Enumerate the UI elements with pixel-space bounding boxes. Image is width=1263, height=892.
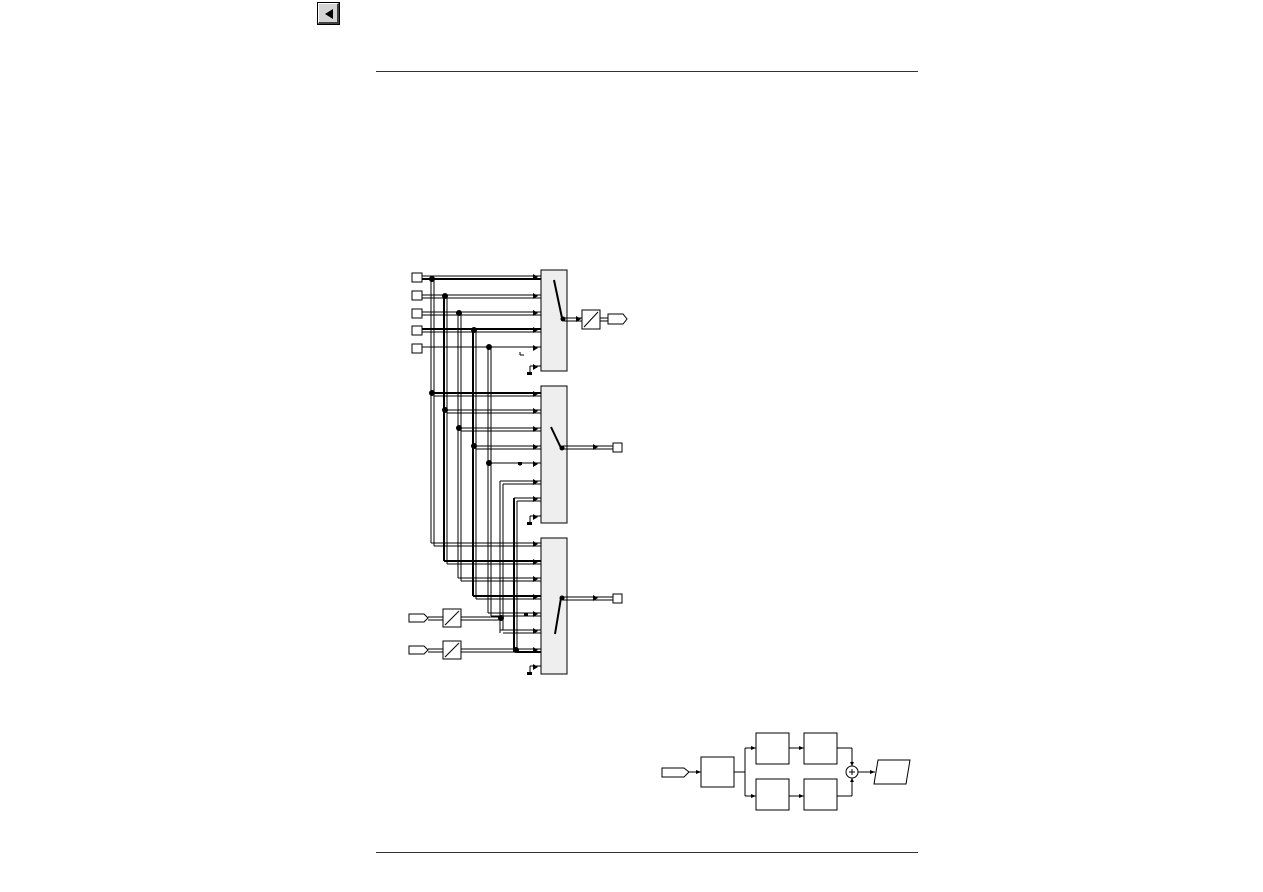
process-block <box>803 732 838 765</box>
output-port <box>612 442 623 453</box>
input-port <box>411 308 423 319</box>
switch-arms <box>550 279 563 635</box>
bottom-rule <box>376 852 918 853</box>
input-flag <box>408 645 429 655</box>
triangle-left-icon <box>325 9 333 19</box>
input-flag <box>661 767 690 778</box>
input-flag-group-1 <box>408 608 501 628</box>
switch-schematic <box>408 269 628 675</box>
output-display-block <box>873 759 911 785</box>
block1-output <box>564 309 628 330</box>
input-port <box>411 290 423 301</box>
block3-output <box>563 593 623 604</box>
block2-output <box>563 442 623 453</box>
bottom-block-diagram <box>661 732 911 811</box>
input-port <box>411 325 423 336</box>
bus-lines <box>430 279 518 652</box>
output-port <box>612 593 623 604</box>
sum-junction-icon <box>845 765 859 779</box>
process-block <box>755 778 790 811</box>
input-arrows <box>518 274 538 675</box>
top-rule <box>376 71 918 72</box>
process-block <box>755 732 790 765</box>
output-flag <box>607 313 628 325</box>
input-ports <box>411 272 423 354</box>
back-button[interactable] <box>317 2 340 25</box>
input-port <box>411 272 423 283</box>
input-port <box>411 343 423 354</box>
process-block <box>700 756 735 788</box>
input-flag-group-2 <box>408 640 516 660</box>
switch-block-3 <box>540 537 568 675</box>
block1-input-lines <box>422 275 541 374</box>
switch-block-2 <box>540 385 568 524</box>
process-block <box>803 778 838 811</box>
input-flag <box>408 613 429 623</box>
